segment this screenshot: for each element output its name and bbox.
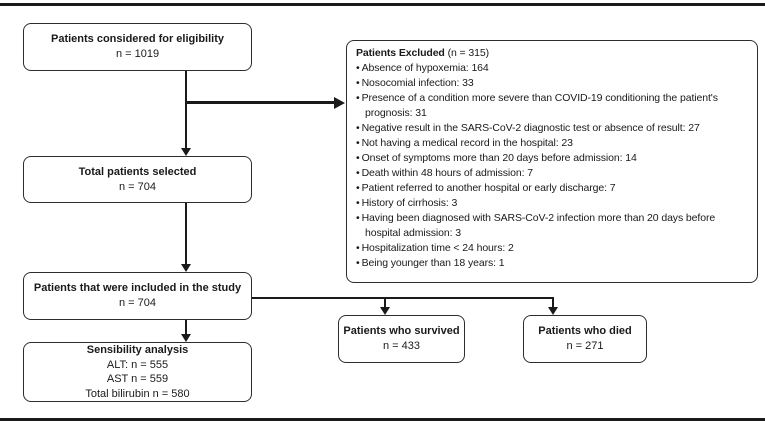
- arrowhead-into-included: [181, 264, 191, 272]
- excluded-reason-item: Being younger than 18 years: 1: [356, 256, 739, 271]
- excluded-reason-item: Absence of hypoxemia: 164: [356, 61, 739, 76]
- connector-eligibility-to-selected: [185, 71, 187, 149]
- box-excluded: Patients Excluded (n = 315) Absence of h…: [346, 40, 758, 283]
- excluded-reason-item: Patient referred to another hospital or …: [356, 181, 739, 196]
- arrowhead-into-selected: [181, 148, 191, 156]
- box-eligibility-title: Patients considered for eligibility: [51, 33, 224, 45]
- figure-top-rule: [0, 3, 765, 6]
- box-excluded-title: Patients Excluded (n = 315): [356, 46, 739, 61]
- box-excluded-title-count: (n = 315): [444, 47, 490, 59]
- excluded-reason-item: Death within 48 hours of admission: 7: [356, 166, 739, 181]
- box-survived: Patients who survived n = 433: [338, 315, 465, 363]
- box-eligibility: Patients considered for eligibility n = …: [23, 23, 252, 71]
- connector-selected-to-included: [185, 203, 187, 265]
- box-eligibility-n: n = 1019: [115, 48, 160, 60]
- box-died: Patients who died n = 271: [523, 315, 647, 363]
- box-died-n: n = 271: [566, 340, 604, 352]
- box-sensibility-title: Sensibility analysis: [86, 344, 189, 356]
- excluded-reasons-list: Absence of hypoxemia: 164Nosocomial infe…: [356, 61, 739, 271]
- arrowhead-into-sensibility: [181, 334, 191, 342]
- arrowhead-into-died: [548, 307, 558, 315]
- connector-included-to-outcomes: [252, 297, 554, 299]
- connector-drop-died: [552, 297, 554, 308]
- excluded-reason-item: Presence of a condition more severe than…: [356, 91, 739, 121]
- box-survived-n: n = 433: [382, 340, 420, 352]
- box-survived-title: Patients who survived: [343, 325, 460, 337]
- box-included: Patients that were included in the study…: [23, 272, 252, 320]
- box-selected: Total patients selected n = 704: [23, 156, 252, 203]
- excluded-reason-item: Nosocomial infection: 33: [356, 76, 739, 91]
- box-died-title: Patients who died: [538, 325, 632, 337]
- excluded-reason-item: History of cirrhosis: 3: [356, 196, 739, 211]
- excluded-reason-item: Negative result in the SARS-CoV-2 diagno…: [356, 121, 739, 136]
- box-selected-n: n = 704: [118, 180, 156, 193]
- excluded-reason-item: Onset of symptoms more than 20 days befo…: [356, 151, 739, 166]
- box-excluded-title-bold: Patients Excluded: [356, 47, 445, 59]
- sensibility-line: AST n = 559: [106, 373, 169, 385]
- connector-to-excluded: [186, 101, 334, 104]
- excluded-reason-item: Not having a medical record in the hospi…: [356, 136, 739, 151]
- sensibility-line: ALT: n = 555: [106, 358, 169, 371]
- connector-included-to-sensibility: [185, 320, 187, 335]
- box-included-n: n = 704: [118, 297, 156, 309]
- excluded-reason-item: Having been diagnosed with SARS-CoV-2 in…: [356, 211, 739, 241]
- connector-drop-survived: [384, 297, 386, 308]
- arrowhead-into-excluded: [334, 96, 345, 109]
- sensibility-line: Total bilirubin n = 580: [85, 387, 190, 400]
- box-selected-title: Total patients selected: [78, 165, 197, 178]
- excluded-reason-item: Hospitalization time < 24 hours: 2: [356, 241, 739, 256]
- figure-bottom-rule: [0, 418, 765, 421]
- box-included-title: Patients that were included in the study: [33, 282, 242, 294]
- arrowhead-into-survived: [380, 307, 390, 315]
